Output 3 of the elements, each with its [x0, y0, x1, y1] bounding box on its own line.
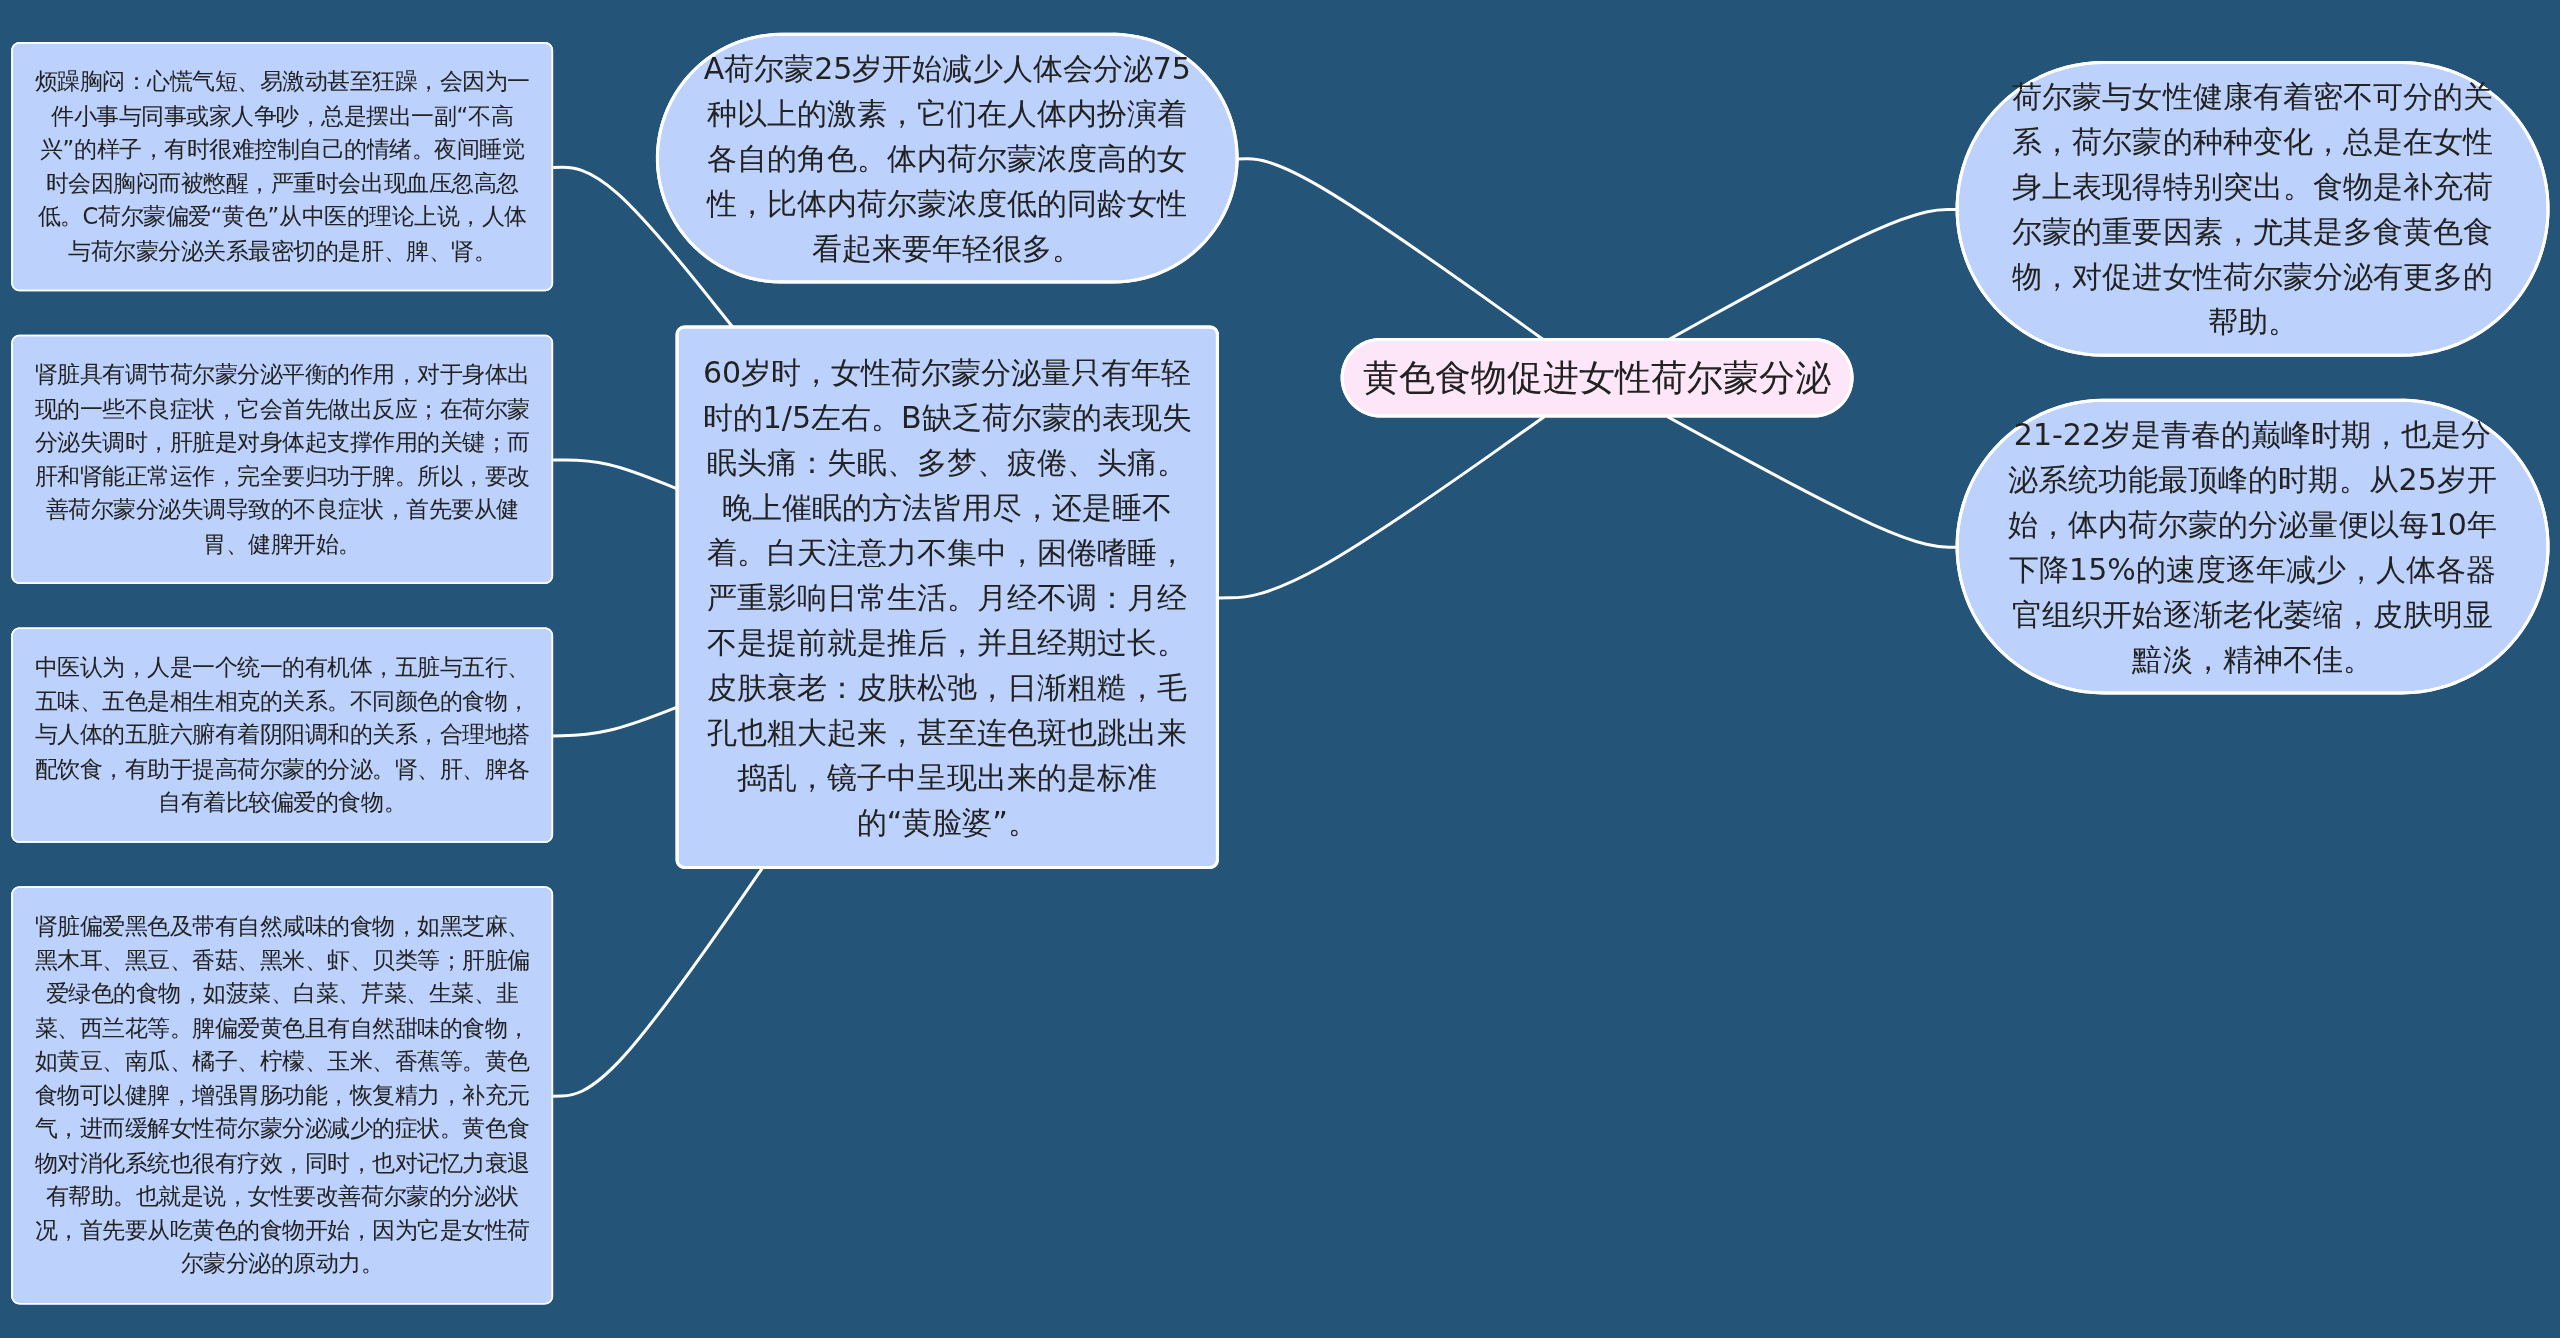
connector	[1218, 415, 1546, 600]
connector	[553, 867, 764, 1098]
connector	[1666, 415, 1958, 549]
